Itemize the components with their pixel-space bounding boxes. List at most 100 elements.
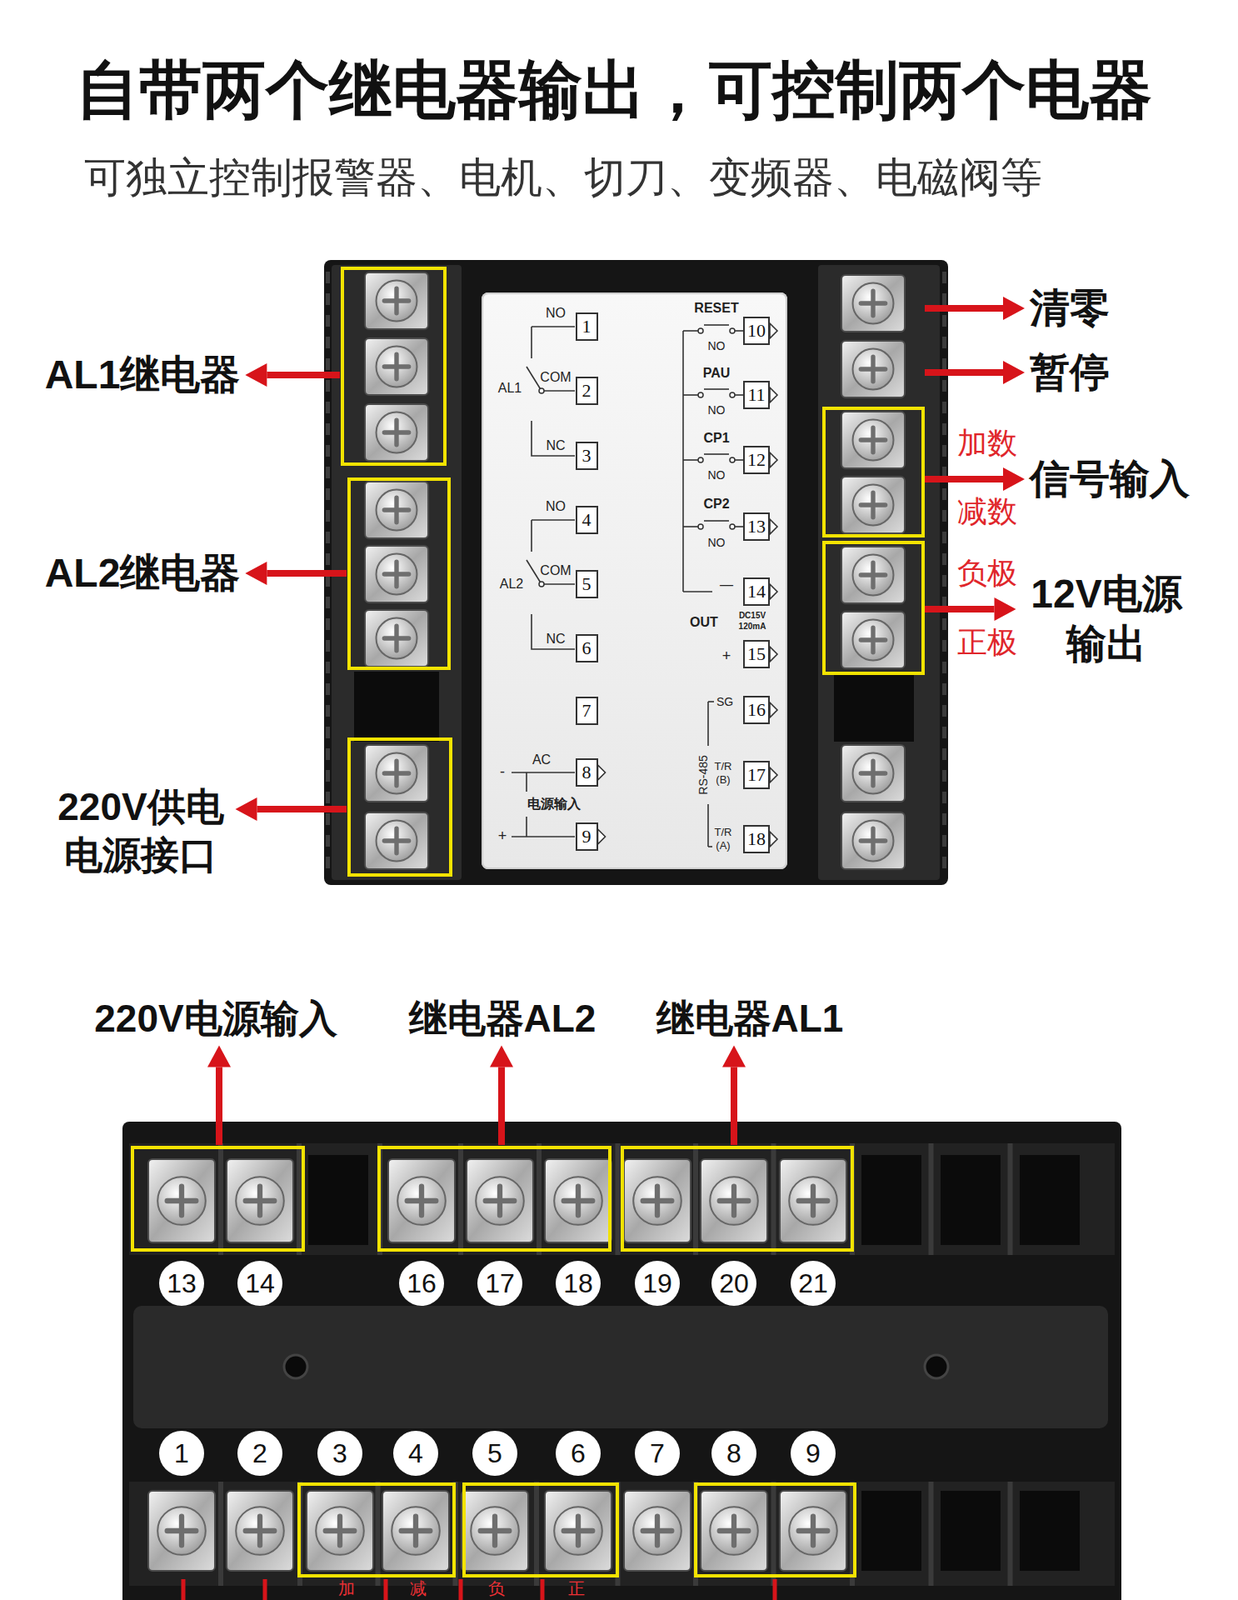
wire — [540, 1578, 545, 1600]
housing-rib — [942, 834, 947, 847]
housing-rib — [942, 683, 947, 695]
screw-head — [853, 753, 894, 794]
terminal-number: 8 — [726, 1439, 742, 1467]
plate-marking: SG — [716, 694, 734, 709]
terminal-tag: 8 — [575, 758, 599, 787]
terminal-rib — [1008, 1143, 1014, 1255]
wiring-symbol — [703, 453, 729, 455]
screw-slot — [480, 1516, 510, 1546]
callout-label: AL2继电器 — [44, 549, 241, 596]
callout-arrow-head — [244, 363, 267, 387]
screw-terminal — [148, 1158, 215, 1243]
terminal-number-circle: 20 — [711, 1260, 757, 1306]
screw-plate — [623, 1158, 691, 1243]
callout-arrow-head — [244, 561, 267, 585]
screw-plate — [841, 546, 905, 604]
screw-slot — [384, 354, 409, 379]
callout-arrow-head — [489, 1044, 514, 1067]
screw-terminal — [466, 1158, 534, 1243]
plate-marking: CP1 — [703, 430, 729, 446]
screw-terminal — [841, 411, 905, 469]
screw-terminal — [623, 1490, 691, 1571]
housing-rib — [942, 639, 947, 652]
housing-rib — [325, 531, 330, 544]
callout-arrow-shaft — [257, 805, 348, 813]
wiring-symbol — [531, 325, 575, 328]
callout-label: 220V供电 电源接口 — [51, 783, 231, 879]
screw-slot — [798, 1516, 829, 1546]
terminal-rib — [928, 1143, 934, 1255]
title: 自带两个继电器输出，可控制两个电器 — [75, 53, 1153, 126]
terminal-rib — [771, 1481, 777, 1586]
screw-slot — [719, 1516, 749, 1546]
screw-slot — [643, 1186, 673, 1216]
terminal-number: 11 — [747, 385, 765, 405]
empty-slot — [354, 671, 440, 742]
subtitle: 可独立控制报警器、电机、切刀、变频器、电磁阀等 — [84, 154, 1043, 203]
highlight-box — [823, 542, 924, 674]
wiring-symbol — [703, 324, 729, 326]
terminal-tag: 9 — [575, 822, 599, 851]
button-contact — [729, 392, 735, 398]
housing-rib — [942, 574, 947, 587]
screw-plate — [841, 812, 905, 869]
screw-terminal — [544, 1158, 612, 1243]
callout-label: 加 — [338, 1578, 355, 1598]
terminal-number-circle: 4 — [393, 1430, 439, 1476]
terminal-rib — [693, 1143, 699, 1255]
plate-symbols-group — [511, 323, 778, 847]
screw-plate — [841, 411, 905, 469]
highlight-box — [379, 1147, 610, 1250]
housing-rib — [325, 748, 330, 760]
highlight-box — [132, 1147, 304, 1250]
terminal-number: 21 — [798, 1269, 829, 1297]
housing-rib — [325, 704, 330, 717]
screw-plate — [306, 1490, 374, 1571]
screw-terminal — [841, 546, 905, 604]
callout-arrow-shaft — [730, 1066, 738, 1145]
screw-head — [853, 484, 894, 526]
housing-rib — [325, 401, 330, 414]
highlight-box — [823, 408, 924, 536]
screw-head — [633, 1176, 682, 1225]
terminal-strip — [818, 264, 940, 880]
terminal-rib — [1008, 1481, 1014, 1586]
screw-slot — [860, 492, 885, 517]
housing-rib — [942, 293, 947, 305]
terminal-number-circle: 19 — [634, 1260, 680, 1306]
housing-rib — [942, 791, 947, 804]
screw-plate — [148, 1490, 215, 1571]
screw-head — [235, 1506, 285, 1555]
button-contact — [729, 328, 735, 334]
screw-plate — [226, 1490, 294, 1571]
screw-plate — [388, 1158, 455, 1243]
housing-rib — [942, 704, 947, 717]
terminal-tag: 15 — [743, 639, 770, 669]
screw-terminal — [364, 272, 429, 330]
terminal-number: 5 — [487, 1439, 503, 1467]
terminal-number: 12 — [747, 450, 766, 470]
housing-rib — [942, 314, 947, 327]
housing-rib — [942, 856, 947, 869]
screw-plate — [382, 1490, 450, 1571]
housing-rib — [325, 856, 330, 869]
plate-marking: COM — [539, 369, 571, 385]
screw-plate — [364, 404, 429, 461]
terminal-number-circle: 8 — [711, 1430, 757, 1476]
screw-head — [475, 1176, 525, 1225]
callout-arrow-shaft — [498, 1066, 505, 1145]
housing-rib — [325, 379, 330, 392]
highlight-box — [464, 1483, 618, 1576]
housing-rib — [325, 596, 330, 609]
plate-marking: AL1 — [498, 380, 522, 396]
screw-head — [853, 419, 894, 461]
screw-terminal — [364, 609, 429, 667]
empty-slot — [1019, 1154, 1080, 1245]
wiring-symbol — [525, 772, 528, 792]
screw-head — [633, 1506, 682, 1555]
terminal-number: 14 — [244, 1269, 275, 1297]
callout-label: AL1继电器 — [44, 351, 241, 398]
contact-dot — [539, 388, 545, 394]
screw-slot — [384, 760, 409, 785]
terminal-tag: 6 — [575, 633, 599, 663]
